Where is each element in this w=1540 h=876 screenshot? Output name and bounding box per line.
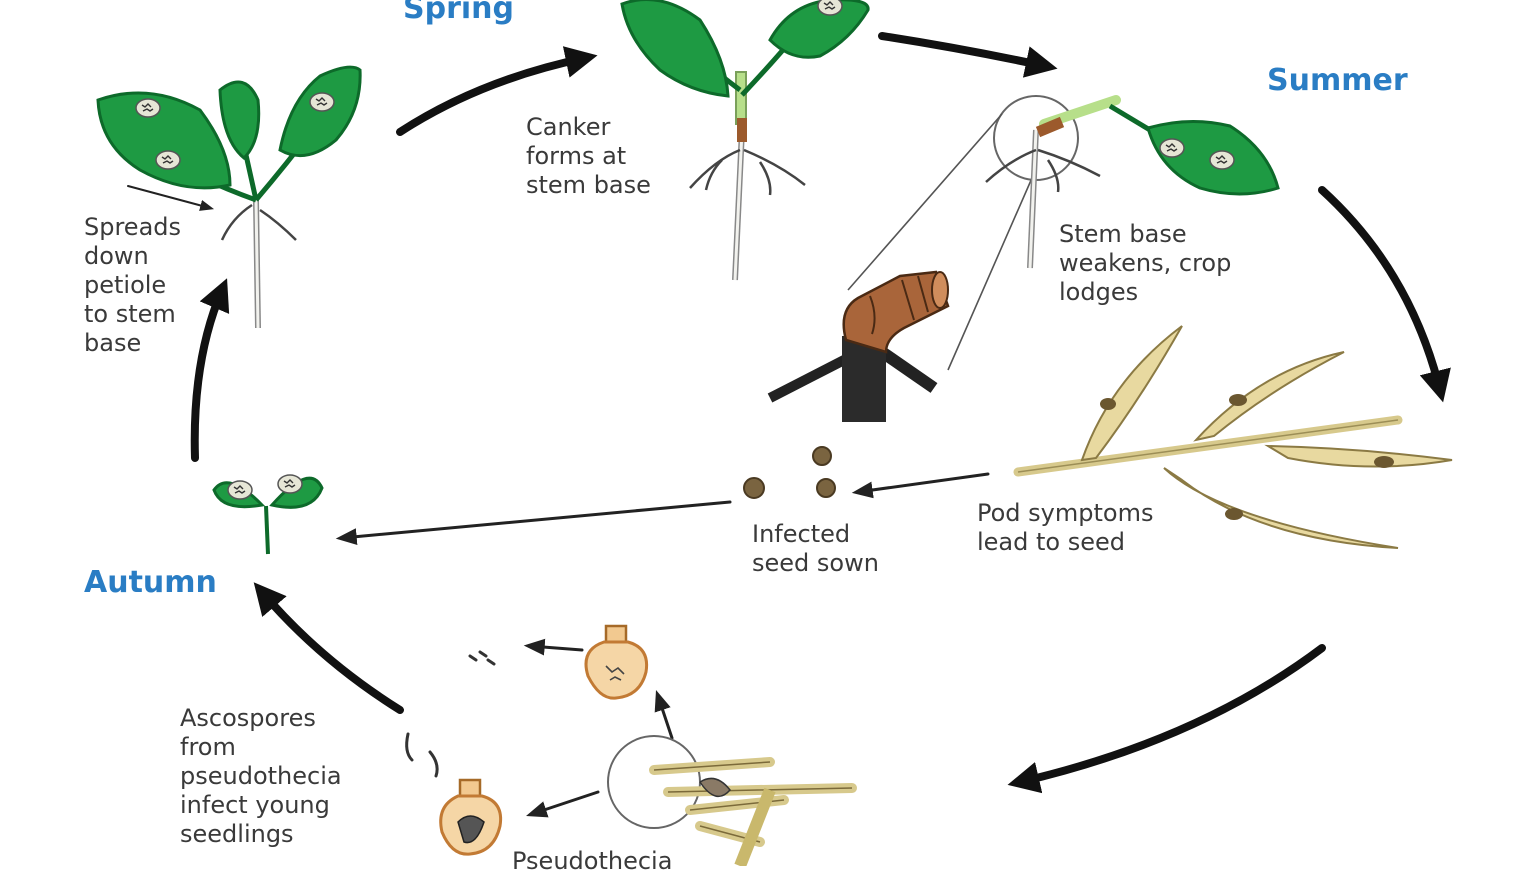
caption-ascospores-line: infect young xyxy=(180,791,330,819)
arrow-debris-left xyxy=(526,790,600,818)
infected-seeds xyxy=(743,446,836,499)
caption-spreads: Spreads down petiole to stem base xyxy=(84,213,181,358)
arrow-to-autumn xyxy=(253,582,404,714)
arrow-pods-to-seed xyxy=(851,472,990,499)
arrow-debris-up xyxy=(654,690,674,740)
caption-ascospores-line: from xyxy=(180,733,236,761)
arrow-autumn-up xyxy=(190,278,230,462)
caption-canker-line: Canker xyxy=(526,113,611,141)
caption-infected-seed-line: Infected xyxy=(752,520,851,548)
caption-spreads-line: to stem xyxy=(84,300,176,328)
pseudothecia-debris xyxy=(607,735,857,866)
arrow-seed-to-seedling xyxy=(335,500,732,546)
pseudothecium-top xyxy=(584,624,649,700)
caption-pod-symptoms-line: Pod symptoms xyxy=(977,499,1154,527)
arrow-to-debris xyxy=(1007,644,1326,794)
caption-canker: Canker forms at stem base xyxy=(526,113,651,200)
arrow-petiole-pointer xyxy=(127,185,215,211)
infected-pods xyxy=(1013,325,1453,549)
caption-pseudothecia: Pseudothecia xyxy=(512,847,673,875)
caption-stem-weakens-line: lodges xyxy=(1059,278,1139,306)
seedling xyxy=(212,474,324,555)
caption-infected-seed: Infected seed sown xyxy=(752,520,879,578)
arrow-summer-down xyxy=(1318,186,1451,403)
caption-stem-weakens-line: Stem base xyxy=(1059,220,1187,248)
caption-ascospores-line: seedlings xyxy=(180,820,294,848)
caption-canker-line: forms at xyxy=(526,142,627,170)
caption-pod-symptoms-line: lead to seed xyxy=(977,528,1125,556)
thin-arrows xyxy=(127,185,990,818)
ascospores xyxy=(405,650,496,778)
caption-spreads-line: down xyxy=(84,242,149,270)
caption-spreads-line: Spreads xyxy=(84,213,182,241)
caption-ascospores-line: pseudothecia xyxy=(180,762,342,790)
plant-spreads-down-petiole xyxy=(96,65,362,329)
caption-stem-weakens-line: weakens, crop xyxy=(1059,249,1232,277)
season-summer: Summer xyxy=(1267,63,1408,98)
season-spring: Spring xyxy=(403,0,514,26)
caption-ascospores: Ascospores from pseudothecia infect youn… xyxy=(180,704,342,849)
plant-canker-stem-base xyxy=(620,0,870,281)
cycle-arrows xyxy=(190,32,1451,794)
season-autumn: Autumn xyxy=(84,565,217,600)
arrow-spore-release xyxy=(523,638,584,656)
caption-stem-weakens: Stem base weakens, crop lodges xyxy=(1059,220,1231,307)
caption-ascospores-line: Ascospores xyxy=(180,704,316,732)
plant-stem-base-weakens xyxy=(847,95,1280,371)
caption-infected-seed-line: seed sown xyxy=(752,549,879,577)
pseudothecium-bottom xyxy=(439,778,503,856)
caption-spreads-line: base xyxy=(84,329,142,357)
caption-pod-symptoms: Pod symptoms lead to seed xyxy=(977,499,1153,557)
caption-spreads-line: petiole xyxy=(84,271,167,299)
caption-canker-line: stem base xyxy=(526,171,651,199)
arrow-to-summer xyxy=(878,32,1058,78)
arrow-to-spring xyxy=(396,46,598,136)
lodged-stem-closeup xyxy=(767,270,950,422)
